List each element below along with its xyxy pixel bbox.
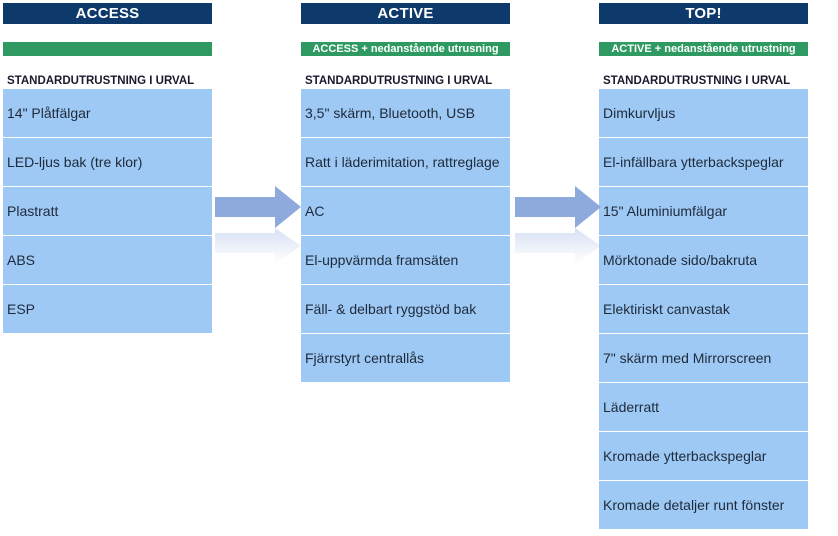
feature-item: ABS	[3, 236, 212, 285]
feature-item: El-infällbara ytterbackspeglar	[599, 138, 808, 187]
feature-item: ESP	[3, 285, 212, 333]
column-subtitle-bar	[3, 42, 212, 56]
feature-item: Ratt i läderimitation, rattreglage	[301, 138, 510, 187]
column-active: ACTIVE ACCESS + nedanstående utrusning S…	[301, 3, 510, 382]
feature-list: 14" Plåtfälgar LED-ljus bak (tre klor) P…	[3, 89, 212, 333]
column-subtitle-bar: ACCESS + nedanstående utrusning	[301, 42, 510, 56]
section-label: STANDARDUTRUSTNING I URVAL	[7, 75, 195, 87]
feature-item: El-uppvärmda framsäten	[301, 236, 510, 285]
feature-item: Fjärrstyrt centrallås	[301, 334, 510, 382]
column-title: ACCESS	[3, 3, 212, 24]
feature-item: Mörktonade sido/bakruta	[599, 236, 808, 285]
feature-item: LED-ljus bak (tre klor)	[3, 138, 212, 187]
feature-item: 7" skärm med Mirrorscreen	[599, 334, 808, 383]
feature-item: Plastratt	[3, 187, 212, 236]
feature-item: 3,5" skärm, Bluetooth, USB	[301, 89, 510, 138]
feature-list: Dimkurvljus El-infällbara ytterbackspegl…	[599, 89, 808, 529]
feature-item: Dimkurvljus	[599, 89, 808, 138]
arrow-right-icon	[215, 186, 301, 264]
column-title: ACTIVE	[301, 3, 510, 24]
column-access: ACCESS STANDARDUTRUSTNING I URVAL 14" Pl…	[3, 3, 212, 333]
feature-item: Elektiriskt canvastak	[599, 285, 808, 334]
column-title: TOP!	[599, 3, 808, 24]
column-top: TOP! ACTIVE + nedanstående utrustning ST…	[599, 3, 808, 529]
feature-item: Fäll- & delbart ryggstöd bak	[301, 285, 510, 334]
feature-item: 15" Aluminiumfälgar	[599, 187, 808, 236]
feature-list: 3,5" skärm, Bluetooth, USB Ratt i läderi…	[301, 89, 510, 382]
feature-item: AC	[301, 187, 510, 236]
section-label: STANDARDUTRUSTNING I URVAL	[305, 75, 493, 87]
feature-item: Kromade detaljer runt fönster	[599, 481, 808, 529]
section-label: STANDARDUTRUSTNING I URVAL	[603, 75, 791, 87]
feature-item: Läderratt	[599, 383, 808, 432]
column-subtitle-bar: ACTIVE + nedanstående utrustning	[599, 42, 808, 56]
arrow-right-icon	[515, 186, 601, 264]
feature-item: Kromade ytterbackspeglar	[599, 432, 808, 481]
feature-item: 14" Plåtfälgar	[3, 89, 212, 138]
